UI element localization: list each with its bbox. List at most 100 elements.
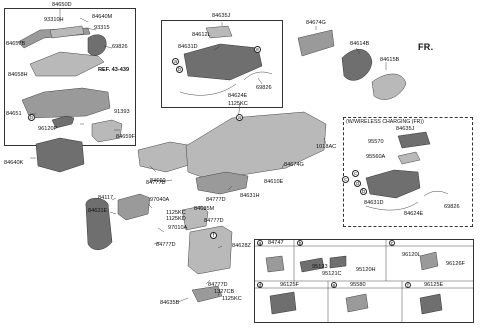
label-84635b: 84635B <box>160 300 180 306</box>
legend-e-letter: e <box>331 282 337 289</box>
label-1125kd: 1125KD <box>166 216 186 222</box>
callout-circle-a: a <box>172 58 179 65</box>
legend-e-part: 95580 <box>350 282 366 288</box>
label-96120p: 96120P <box>38 126 58 132</box>
label-84635j: 84635J <box>212 13 231 19</box>
box-84640k <box>35 137 85 173</box>
legend-c-96126f: 96126F <box>446 261 465 267</box>
label-84624e: 84624E <box>228 93 248 99</box>
cup-holder-84659f <box>91 119 123 143</box>
callout-circle-d: d <box>354 180 361 187</box>
legend-a-part: 84747 <box>268 240 284 246</box>
icon-95580 <box>345 293 369 313</box>
armrest-84660 <box>137 141 195 173</box>
legend-grid-lines <box>254 239 474 323</box>
label-91393: 91393 <box>114 109 130 115</box>
label-69826-a: 69826 <box>112 44 128 50</box>
label-84659f: 84659F <box>116 134 135 140</box>
label-w-95570: 95570 <box>368 139 384 145</box>
label-84650d: 84650D <box>52 2 72 8</box>
label-84674g-b: 84674G <box>284 162 304 168</box>
legend-d-part: 96125F <box>280 282 299 288</box>
label-84631d: 84631D <box>178 44 198 50</box>
label-84615b: 84615B <box>380 57 400 63</box>
label-1327cb: 1327CB <box>214 289 235 295</box>
legend-b-95123: 95123 <box>312 264 328 270</box>
label-84777d-a: 84777D <box>146 180 166 186</box>
label-w-95560a: 95560A <box>366 154 386 160</box>
label-84660: 84660 <box>150 178 166 184</box>
label-84610e: 84610E <box>264 179 284 185</box>
label-1125kc-b: 1125KC <box>166 210 186 216</box>
label-ref-43-439: REF. 43-439 <box>98 67 130 73</box>
bezel-84658h <box>29 51 105 77</box>
label-84777d-e: 84777D <box>208 282 228 288</box>
label-w-84635j: 84635J <box>396 126 415 132</box>
pad-95570 <box>397 131 431 149</box>
label-84777d-b: 84777D <box>156 242 176 248</box>
callout-circle-c: c <box>352 170 359 177</box>
label-w-84631d: 84631D <box>364 200 384 206</box>
label-84657b: 84657B <box>6 41 26 47</box>
panel-84631e <box>85 198 113 250</box>
icon-96125e <box>419 293 443 315</box>
callout-circle-e: e <box>254 46 261 53</box>
label-69826-b: 69826 <box>256 85 272 91</box>
label-84612l: 84612L <box>192 32 211 38</box>
label-1018ac: 1018AC <box>316 144 337 150</box>
icon-c-parts <box>419 251 439 271</box>
leader-lines <box>30 8 387 303</box>
wireless-charging-frame <box>343 117 473 227</box>
callout-circle-c2: c <box>342 176 349 183</box>
panel-84615b <box>371 73 407 100</box>
legend-f-letter: f <box>405 282 411 289</box>
bracket-84635b <box>191 285 223 303</box>
label-84777d-d: 84777D <box>204 218 224 224</box>
callout-circle-b: b <box>176 66 183 73</box>
label-93310h: 93310H <box>44 17 64 23</box>
shift-knob-84640m <box>87 34 107 56</box>
front-direction-label: FR. <box>418 42 434 52</box>
trim-84674g <box>297 29 335 57</box>
panel-84614b <box>341 49 373 81</box>
label-1125kc-a: 1125KC <box>228 101 248 107</box>
legend-a-letter: a <box>257 240 263 247</box>
label-97040a: 97040A <box>150 197 170 203</box>
module-95560a <box>397 151 421 165</box>
cable-w-84624e <box>365 191 449 211</box>
label-93315: 93315 <box>94 25 110 31</box>
label-w-84624e: 84624E <box>404 211 424 217</box>
legend-d-letter: d <box>257 282 263 289</box>
icon-84747 <box>265 255 285 273</box>
icon-96125f <box>269 291 297 315</box>
upper-console-84651 <box>21 87 111 119</box>
label-84685m: 84685M <box>194 206 215 212</box>
label-97010a: 97010A <box>168 225 188 231</box>
label-84628z: 84628Z <box>232 243 251 249</box>
legend-b-95121c: 95121C <box>322 271 342 277</box>
label-84651: 84651 <box>6 111 22 117</box>
label-1125kc-c: 1125KC <box>222 296 242 302</box>
tray-assembly-frame <box>161 20 283 108</box>
bracket-84631h <box>195 171 249 195</box>
legend-b-95120h: 95120H <box>356 267 376 273</box>
callout-circle-f: f <box>210 232 217 239</box>
switch-96120p <box>51 115 75 129</box>
label-84614b: 84614B <box>350 41 370 47</box>
bracket-84685m <box>181 205 209 231</box>
legend-c-letter: c <box>389 240 395 247</box>
console-body-84610e <box>185 111 327 181</box>
legend-f-part: 96125E <box>424 282 444 288</box>
duct-84628z <box>187 225 233 275</box>
label-84674g: 84674G <box>306 20 326 26</box>
callout-circle-a2: a <box>236 114 243 121</box>
label-84640k: 84640K <box>4 160 24 166</box>
label-84640m: 84640M <box>92 14 113 20</box>
panel-93310h <box>49 25 85 39</box>
wireless-charging-title: (W/WIRELESS CHARGING (FR)) <box>346 119 424 125</box>
label-84777d-c: 84777D <box>206 197 226 203</box>
mat-84612l <box>205 25 233 39</box>
icon-b-parts <box>299 255 347 273</box>
